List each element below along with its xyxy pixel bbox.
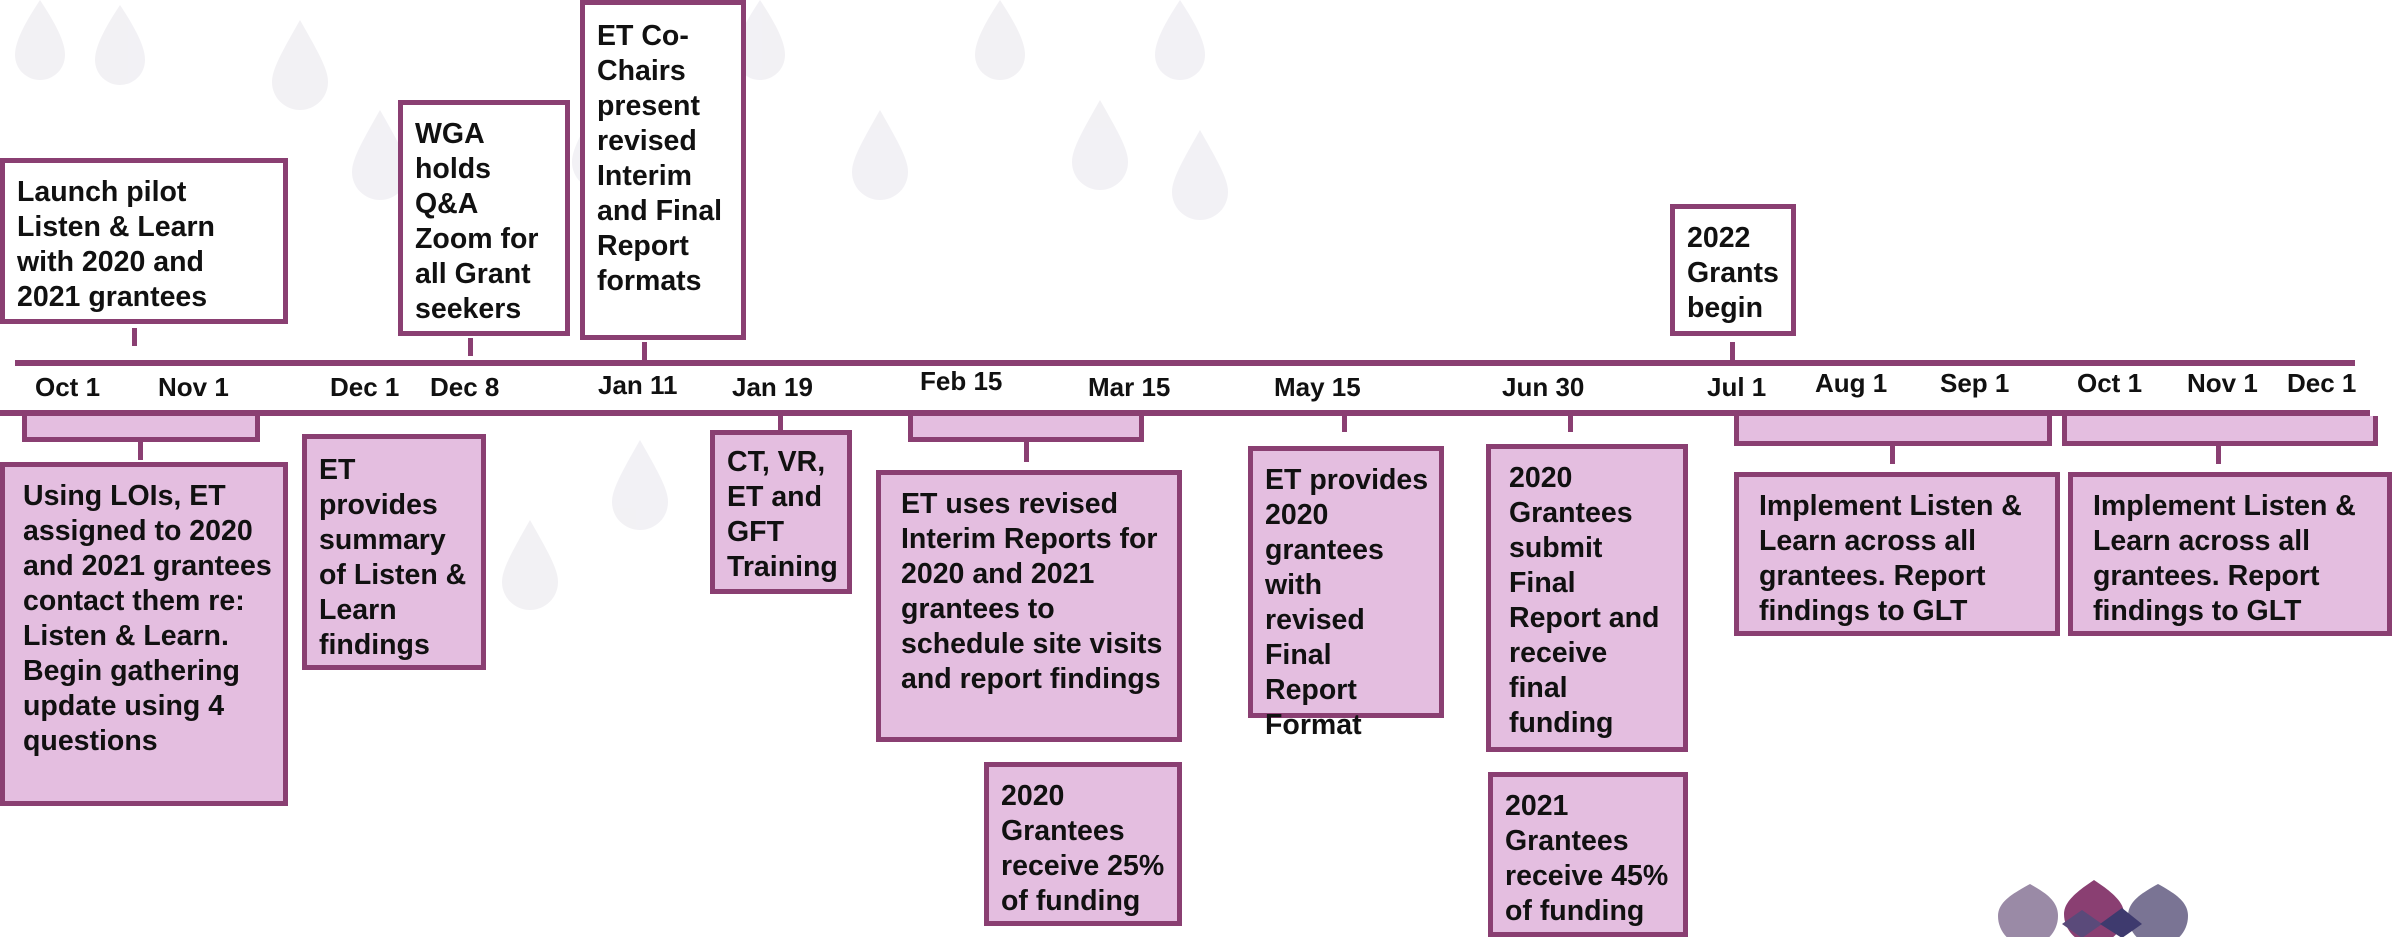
date-label: Nov 1 bbox=[2187, 368, 2258, 398]
date-label: Dec 1 bbox=[330, 372, 400, 402]
date-label: Jun 30 bbox=[1502, 372, 1585, 402]
milestone-wga-qa: WGA holds Q&A Zoom for all Grant seekers bbox=[398, 100, 570, 336]
logo-droplets bbox=[1998, 880, 2188, 937]
bracket-connector bbox=[1024, 440, 1029, 462]
date-label: Jan 19 bbox=[732, 372, 813, 402]
date-label: Feb 15 bbox=[920, 366, 1003, 396]
milestone-implement-2: Implement Listen & Learn across all gran… bbox=[2068, 472, 2392, 636]
date-label: Oct 1 bbox=[35, 372, 101, 402]
date-label: Dec 8 bbox=[430, 372, 500, 402]
timeline-axis-lower bbox=[0, 410, 2370, 416]
milestone-2020-grantees-25: 2020 Grantees receive 25% of funding bbox=[984, 762, 1182, 926]
period-bracket bbox=[908, 416, 1144, 442]
milestone-et-summary: ET provides summary of Listen & Learn fi… bbox=[302, 434, 486, 670]
milestone-connector bbox=[468, 338, 473, 356]
milestone-et-final-format: ET provides 2020 grantees with revised F… bbox=[1248, 446, 1444, 741]
milestone-2020-grantees-submit: 2020 Grantees submit Final Report and re… bbox=[1486, 444, 1688, 752]
date-label: Jan 11 bbox=[598, 370, 678, 400]
bracket-connector bbox=[138, 440, 143, 460]
droplet-decoration bbox=[1072, 100, 1128, 190]
period-bracket bbox=[1734, 416, 2052, 446]
date-label: Jul 1 bbox=[1707, 372, 1767, 402]
droplet-decoration bbox=[352, 110, 408, 200]
milestone-et-uses-interim: ET uses revised Interim Reports for 2020… bbox=[876, 470, 1182, 742]
bracket-connector bbox=[1890, 444, 1895, 464]
droplet-decoration bbox=[612, 440, 668, 530]
bracket-connector bbox=[2216, 444, 2221, 464]
date-label: Dec 1 bbox=[2287, 368, 2357, 398]
milestone-using-lois: Using LOIs, ET assigned to 2020 and 2021… bbox=[0, 462, 288, 806]
milestone-connector bbox=[1342, 416, 1347, 432]
droplet-decoration bbox=[1155, 0, 1205, 80]
date-label: Aug 1 bbox=[1815, 368, 1888, 398]
droplet-decoration bbox=[272, 20, 328, 110]
date-label: May 15 bbox=[1274, 372, 1361, 402]
droplet-decoration bbox=[95, 5, 145, 85]
milestone-2021-grantees-45: 2021 Grantees receive 45% of funding bbox=[1488, 772, 1688, 937]
droplet-decoration bbox=[852, 110, 908, 200]
period-bracket bbox=[2062, 416, 2378, 446]
milestone-implement-1: Implement Listen & Learn across all gran… bbox=[1734, 472, 2060, 636]
milestone-connector bbox=[778, 416, 783, 432]
date-label: Oct 1 bbox=[2077, 368, 2143, 398]
date-label: Mar 15 bbox=[1088, 372, 1171, 402]
period-bracket bbox=[22, 416, 260, 442]
timeline-axis-upper bbox=[15, 360, 2355, 366]
droplet-decoration bbox=[975, 0, 1025, 80]
milestone-connector bbox=[132, 328, 137, 346]
milestone-launch-pilot: Launch pilot Listen & Learn with 2020 an… bbox=[0, 158, 288, 324]
droplet-decoration bbox=[1172, 130, 1228, 220]
milestone-training: CT, VR, ET and GFT Training bbox=[710, 430, 852, 594]
droplet-decoration bbox=[502, 520, 558, 610]
date-label: Nov 1 bbox=[158, 372, 229, 402]
milestone-connector bbox=[1568, 416, 1573, 432]
date-label: Sep 1 bbox=[1940, 368, 2010, 398]
droplet-decoration bbox=[15, 0, 65, 80]
milestone-2022-grants: 2022 Grants begin bbox=[1670, 204, 1796, 336]
milestone-connector bbox=[1730, 342, 1735, 360]
droplet-decoration bbox=[735, 0, 785, 80]
milestone-et-cochairs: ET Co-Chairs present revised Interim and… bbox=[580, 0, 746, 340]
milestone-connector bbox=[642, 342, 647, 360]
